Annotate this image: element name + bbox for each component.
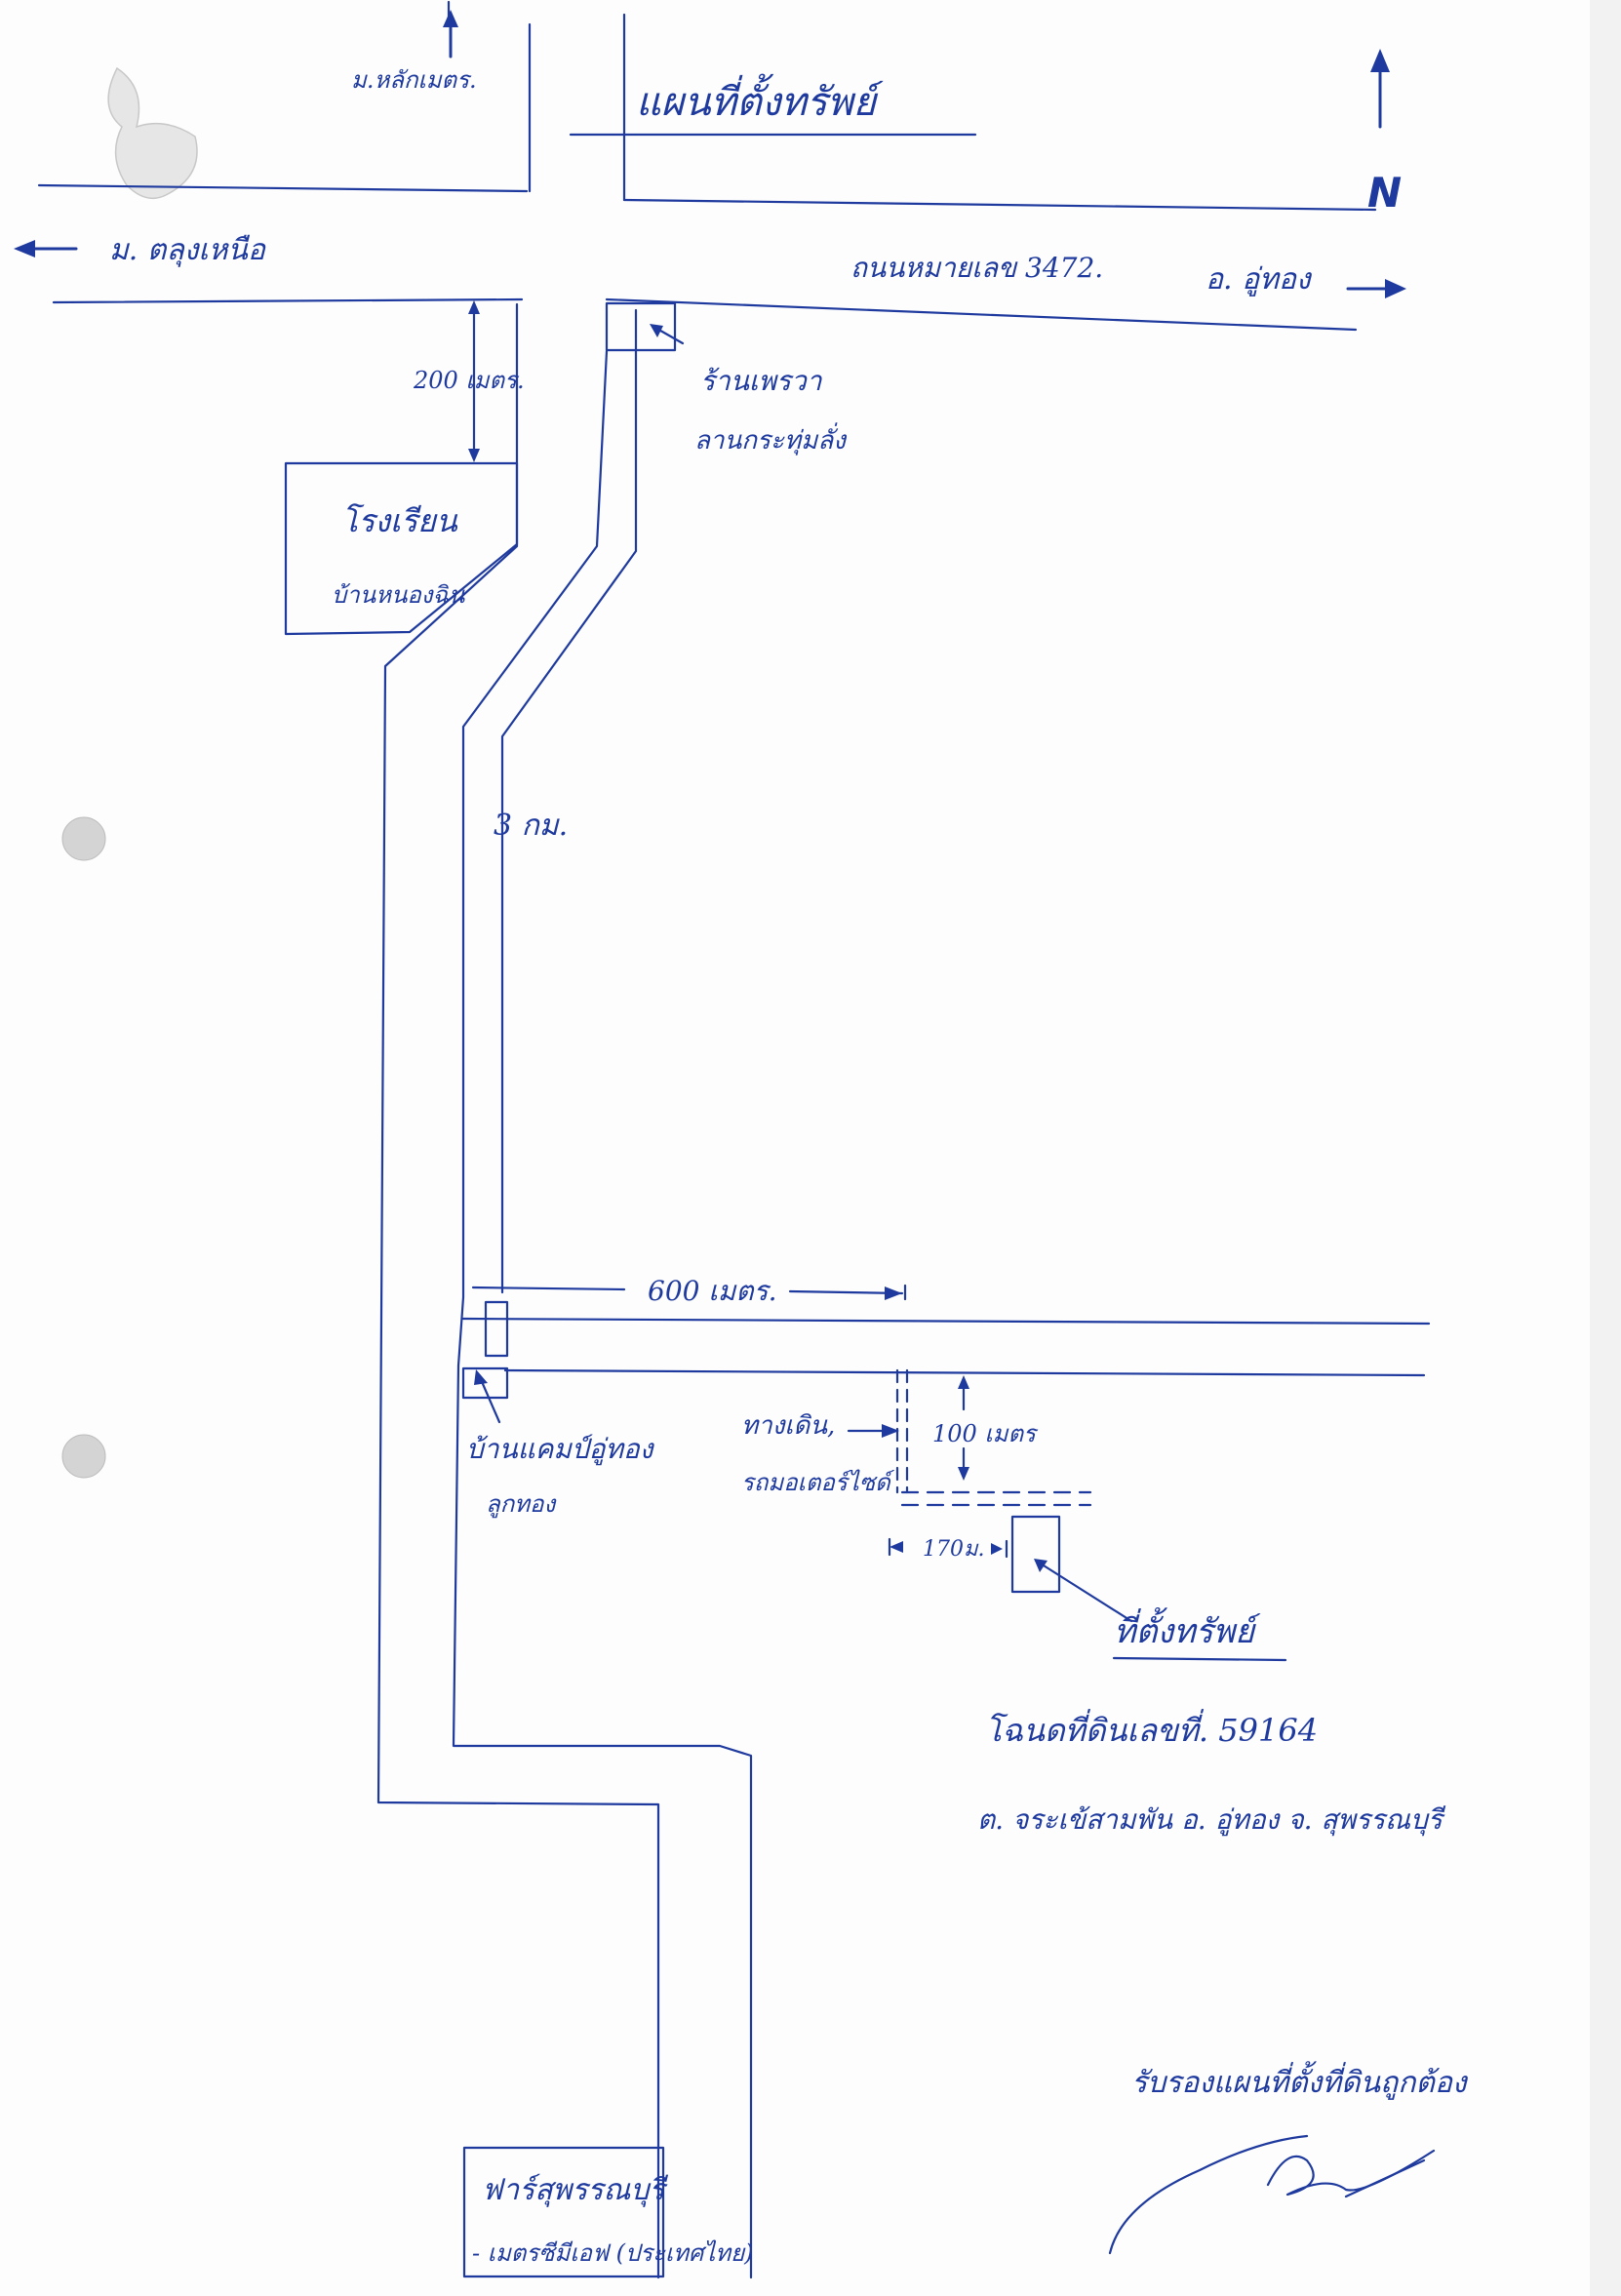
road-line <box>622 198 1377 212</box>
label-underline <box>1112 1656 1287 1662</box>
bottom-building-label: ฟาร์สุพรรณบุรี <box>482 2173 669 2207</box>
main-road-line <box>605 297 1358 332</box>
district-label: อ. อู่ทอง <box>1206 262 1313 297</box>
bottom-building <box>462 2146 665 2278</box>
east-road-line <box>503 1368 1426 1377</box>
signature-stroke <box>1344 2158 1426 2198</box>
dim-arrow-icon <box>890 1541 903 1553</box>
school-label-sub: บ้านหนองฉิน <box>332 581 465 609</box>
arrow-up-icon <box>443 10 458 27</box>
main-road-line <box>52 297 524 304</box>
dist-170m-label: 170ม. <box>923 1537 985 1562</box>
pointer-arrow-icon <box>882 1424 899 1438</box>
dim-arrow-icon <box>991 1543 1003 1555</box>
dimension-line <box>788 1289 904 1295</box>
shop-marker <box>605 301 677 352</box>
farm-marker <box>461 1366 509 1400</box>
punch-hole <box>61 816 106 861</box>
dist-200m-label: 200 เมตร. <box>413 367 525 394</box>
pointer-arrow-icon <box>650 324 663 337</box>
property-label: ที่ตั้งทรัพย์ <box>1114 1606 1261 1651</box>
farm-marker <box>484 1300 509 1358</box>
main-road-label: ถนนหมายเลข 3472. <box>850 252 1103 284</box>
pointer-arrow-icon <box>474 1369 488 1385</box>
school-label: โรงเรียน <box>341 502 458 539</box>
north-arrow-icon <box>1370 49 1390 72</box>
paper-edge <box>1590 0 1621 2296</box>
dim-arrow-icon <box>885 1287 902 1300</box>
road-center-line <box>500 335 638 1294</box>
pointer-line <box>478 1375 501 1424</box>
pointer-line <box>1034 1559 1133 1623</box>
property-parcel <box>1010 1515 1061 1594</box>
road-edge-right <box>452 349 753 2279</box>
deed-label: โฉนดที่ดินเลขที่. 59164 <box>985 1709 1318 1749</box>
signature-stroke <box>1266 2149 1436 2197</box>
dist-3km-label: 3 กม. <box>494 809 568 843</box>
dim-arrow-icon <box>958 1375 969 1389</box>
arrow-left-icon <box>14 240 35 257</box>
shop-label: ร้านเพรวา <box>700 365 823 397</box>
dim-arrow-icon <box>468 449 480 462</box>
shop-label-sub: ลานกระทุ่มลั่ง <box>694 422 848 455</box>
east-road-line <box>461 1317 1431 1326</box>
punch-hole <box>61 1434 106 1479</box>
map-title: แผนที่ตั้งทรัพย์ <box>636 73 884 125</box>
north-label: N <box>1367 169 1402 217</box>
dimension-line <box>471 1286 626 1291</box>
pointer-arrow-icon <box>1034 1559 1048 1572</box>
footpath-label: ทางเดิน, <box>741 1411 835 1441</box>
address-label: ต. จระเข้สามพัน อ. อู่ทอง จ. สุพรรณบุรี <box>977 1803 1446 1837</box>
footpath-label-sub: รถมอเตอร์ไซด์ <box>741 1469 895 1496</box>
signature-stroke <box>1108 2134 1309 2255</box>
bottom-building-label-sub: - เมตรซีมีเอฟ (ประเทศไทย) <box>472 2239 754 2267</box>
farm-label: บ้านแคมป์อู่ทอง <box>466 1433 655 1466</box>
dist-600m-label: 600 เมตร. <box>648 1275 777 1307</box>
road-edge-left <box>376 302 660 2279</box>
road-line <box>37 183 529 193</box>
farm-label-sub: ลูกทอง <box>486 1490 557 1519</box>
dist-100m-label: 100 เมตร <box>932 1420 1039 1447</box>
top-village-label: ม.หลักเมตร. <box>351 66 477 94</box>
dim-arrow-icon <box>468 300 480 314</box>
school-building <box>284 461 519 636</box>
torn-corner <box>107 66 198 200</box>
certify-label: รับรองแผนที่ตั้งที่ดินถูกต้อง <box>1131 2061 1469 2100</box>
arrow-right-icon <box>1385 279 1406 298</box>
left-village-label: ม. ตลุงเหนือ <box>109 233 267 267</box>
dim-arrow-icon <box>958 1467 969 1481</box>
